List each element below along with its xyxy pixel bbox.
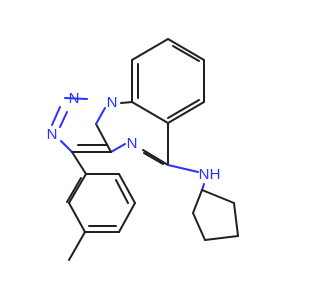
bond-lines bbox=[51, 38, 239, 261]
bond-benzene-1 bbox=[167, 38, 205, 61]
bond-ring-c9b-n1 bbox=[95, 107, 106, 125]
bond-benzene-1-double bbox=[172, 45, 200, 62]
bond-aryl-5 bbox=[118, 173, 136, 204]
bond-benzene-3 bbox=[167, 101, 205, 124]
bond-ring-c5-double-n4 bbox=[143, 152, 164, 165]
bond-triazole-n1-n2 bbox=[64, 97, 88, 100]
atom-labels: N N N N N H bbox=[47, 90, 221, 183]
bond-ring-n1-c9a bbox=[120, 101, 133, 104]
atom-n-triazole-3: N bbox=[47, 126, 58, 143]
bond-ring-c3a-c9b bbox=[95, 123, 112, 153]
bond-cyclopentyl-2 bbox=[233, 202, 239, 237]
bond-triazole-n2-n3 bbox=[51, 106, 61, 126]
atom-n-triazole-1: N bbox=[107, 94, 118, 111]
atom-n-amine: N bbox=[199, 166, 210, 183]
bond-cyclopentyl-5 bbox=[192, 189, 203, 214]
bond-aryl-4 bbox=[118, 202, 136, 233]
bond-triazole-n3-c3 bbox=[60, 140, 73, 153]
atom-n-triazole-2: N bbox=[69, 90, 80, 107]
bond-aryl-1 bbox=[68, 173, 87, 204]
bond-aryl-methyl bbox=[68, 231, 86, 261]
bond-aryl-5-double bbox=[115, 179, 129, 204]
bond-aryl-2 bbox=[68, 202, 86, 233]
bond-triazole-aryl bbox=[71, 151, 87, 175]
bond-cyclopentyl-1 bbox=[201, 189, 235, 204]
atom-n-quinazoline: N bbox=[127, 135, 138, 152]
bond-aryl-1-double bbox=[66, 177, 82, 203]
bond-benzene-3-double bbox=[167, 99, 200, 119]
bond-c5-amine bbox=[167, 164, 199, 173]
bond-cyclopentyl-4 bbox=[192, 212, 206, 241]
bond-cyclopentyl-3 bbox=[204, 235, 239, 241]
chemical-structure-diagram: N N N N N H bbox=[47, 38, 239, 261]
bond-benzene-6 bbox=[131, 38, 169, 61]
bond-amine-cyclopentyl bbox=[201, 183, 205, 191]
atom-h-amine: H bbox=[210, 166, 221, 183]
bond-ring-c5-n4 bbox=[142, 149, 169, 166]
bond-benzene-4 bbox=[131, 101, 169, 124]
bond-ring-n4-c3a bbox=[110, 143, 126, 153]
bond-triazole-n2-n3-double bbox=[59, 111, 68, 128]
